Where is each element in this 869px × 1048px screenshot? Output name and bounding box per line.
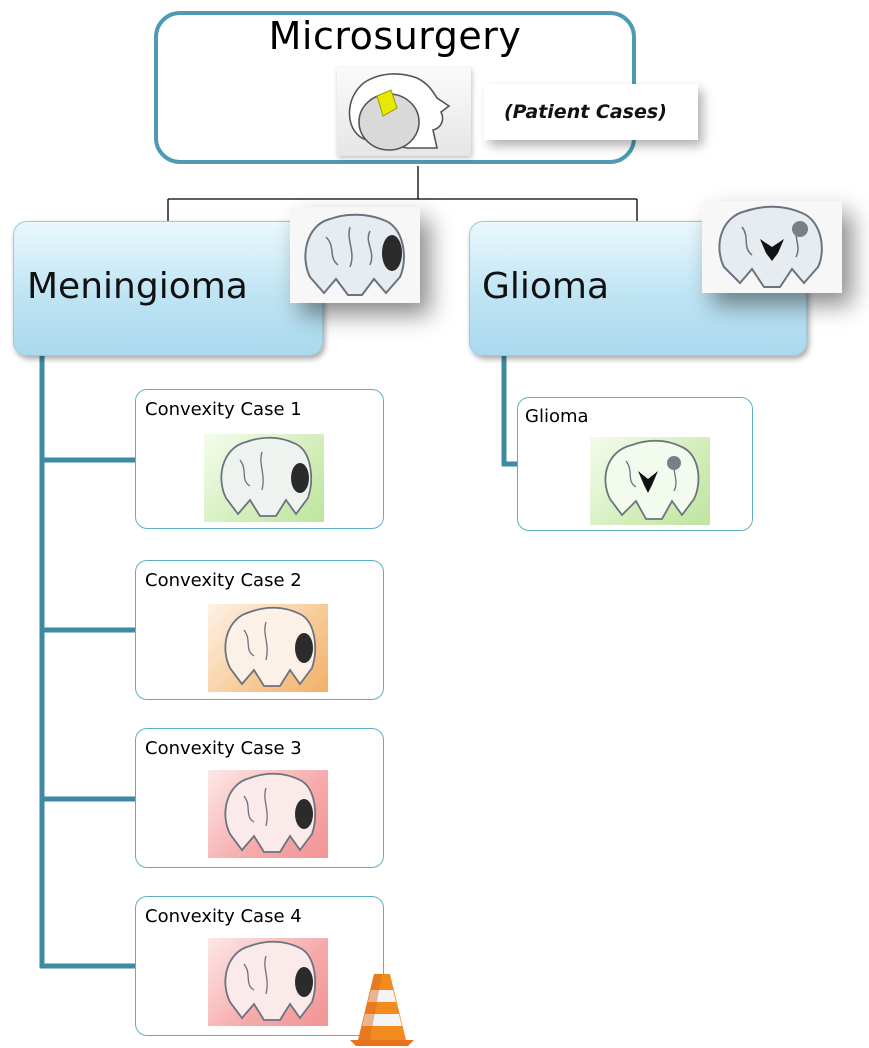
brain-coronal-icon <box>590 437 710 525</box>
brain-coronal-icon <box>290 207 420 303</box>
head-profile-icon <box>337 68 471 156</box>
case-title: Convexity Case 1 <box>145 399 302 420</box>
brain-coronal-icon <box>208 604 328 692</box>
root-title: Microsurgery <box>268 14 522 58</box>
patient-cases-label: (Patient Cases) <box>484 84 698 140</box>
case-title: Glioma <box>525 406 589 427</box>
category-meningioma-label: Meningioma <box>27 266 248 307</box>
brain-coronal-icon <box>204 434 324 522</box>
brain-coronal-icon <box>208 938 328 1026</box>
brain-coronal-icon <box>208 770 328 858</box>
category-glioma-label: Glioma <box>482 266 610 307</box>
traffic-cone-icon <box>350 974 414 1046</box>
case-title: Convexity Case 3 <box>145 738 302 759</box>
case-title: Convexity Case 2 <box>145 570 302 591</box>
case-title: Convexity Case 4 <box>145 906 302 927</box>
brain-coronal-icon <box>702 201 842 293</box>
